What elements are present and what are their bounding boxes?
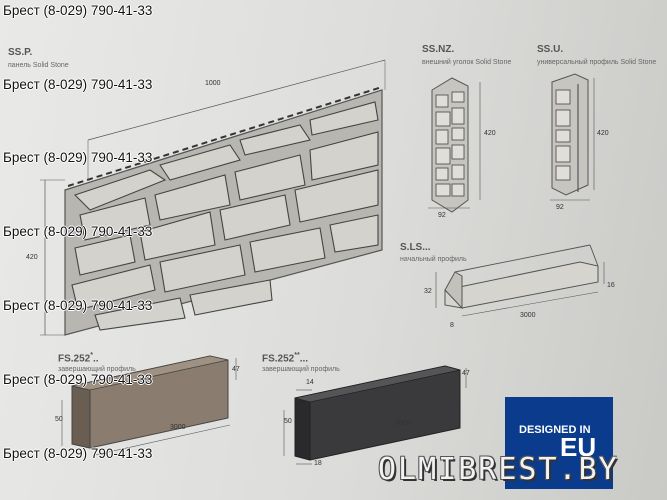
ssu-desc: универсальный профиль Solid Stone (537, 59, 657, 66)
ssp-width: 1000 (205, 80, 221, 87)
ssnz-code: SS.NZ. (422, 44, 455, 55)
fs252b-width: 14 (306, 379, 314, 386)
fs252a-code: FS.252*.. (58, 352, 99, 365)
eu-badge-line1: DESIGNED IN (519, 424, 591, 436)
phone-watermark: Брест (8-029) 790-41-33 (3, 372, 153, 387)
ssp-height: 420 (26, 254, 38, 261)
fs252a-profile-drawing (61, 355, 237, 456)
phone-watermark: Брест (8-029) 790-41-33 (3, 446, 153, 461)
ssnz-desc: внешний уголок Solid Stone (422, 59, 512, 66)
sls-profile-drawing (435, 244, 605, 317)
ssu-profile-drawing (550, 73, 595, 201)
fs252a-top: 47 (232, 366, 240, 373)
sls-base: 8 (450, 322, 454, 329)
fs252b-profile-drawing (283, 365, 467, 465)
ssnz-height: 420 (484, 130, 496, 137)
fs252b-top: 47 (462, 370, 470, 377)
sls-length: 3000 (520, 312, 536, 319)
fs252b-desc: завершающий профиль (262, 366, 340, 373)
site-watermark: OLMIBREST.BY (378, 452, 619, 487)
fs252b-bottom: 18 (314, 460, 322, 467)
fs252a-side: 50 (55, 416, 63, 423)
ssu-code: SS.U. (537, 44, 564, 55)
phone-watermark: Брест (8-029) 790-41-33 (3, 3, 153, 18)
ssp-code: SS.P. (8, 47, 33, 58)
fs252a-length: 3000 (170, 424, 186, 431)
phone-watermark: Брест (8-029) 790-41-33 (3, 224, 153, 239)
sls-code: S.LS... (400, 242, 431, 253)
fs252b-code: FS.252**... (262, 352, 309, 365)
eu-badge-line2: EU (560, 432, 597, 462)
ssp-desc: панель Solid Stone (8, 62, 69, 69)
ssp-panel-drawing (40, 59, 386, 336)
sls-right-height: 16 (607, 282, 615, 289)
fs252b-length: 3000 (395, 420, 411, 427)
eu-badge (505, 397, 613, 489)
ssu-width: 92 (556, 204, 564, 211)
phone-watermark: Брест (8-029) 790-41-33 (3, 150, 153, 165)
phone-watermark: Брест (8-029) 790-41-33 (3, 298, 153, 313)
phone-watermark: Брест (8-029) 790-41-33 (3, 77, 153, 92)
sls-left-height: 32 (424, 288, 432, 295)
ssu-height: 420 (597, 130, 609, 137)
ssnz-width: 92 (438, 212, 446, 219)
sls-desc: начальный профиль (400, 256, 467, 263)
ssnz-corner-drawing (428, 77, 481, 213)
fs252b-side: 50 (284, 418, 292, 425)
fs252a-desc: завершающий профиль (58, 366, 136, 373)
